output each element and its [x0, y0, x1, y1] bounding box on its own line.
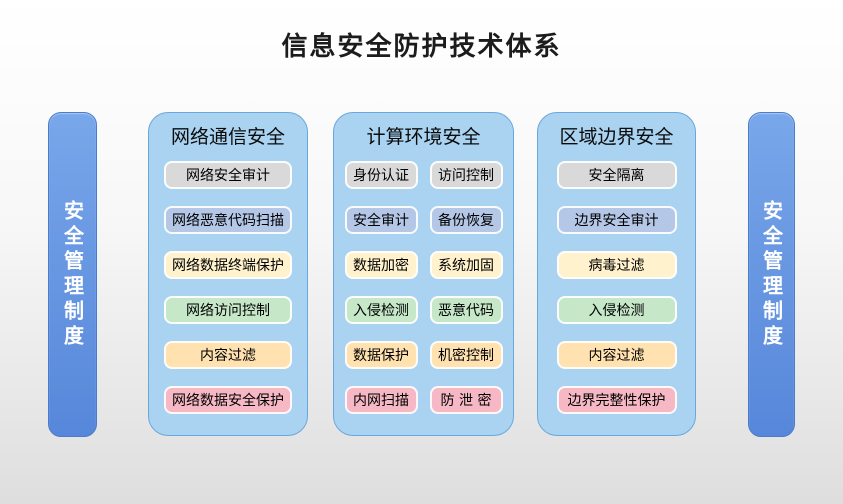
- item-chip: 内容过滤: [164, 341, 292, 369]
- column-network-communication-security: 网络通信安全网络安全审计网络恶意代码扫描网络数据终端保护网络访问控制内容过滤网络…: [148, 112, 308, 436]
- page-title: 信息安全防护技术体系: [281, 32, 562, 62]
- column-items: 安全隔离边界安全审计病毒过滤入侵检测内容过滤边界完整性保护: [556, 161, 677, 414]
- item-chip: 身份认证: [344, 161, 418, 189]
- item-chip: 恶意代码: [429, 296, 503, 324]
- item-chip-label: 防 泄 密: [440, 393, 492, 409]
- item-chip-label: 安全隔离: [588, 168, 645, 184]
- item-chip-label: 访问控制: [438, 168, 494, 184]
- column-header: 计算环境安全: [366, 126, 481, 148]
- item-chip: 机密控制: [429, 341, 503, 369]
- column-header: 网络通信安全: [170, 126, 285, 148]
- item-chip-label: 内容过滤: [200, 348, 256, 364]
- item-pair-row: 数据保护 机密控制: [344, 341, 503, 369]
- item-chip-label: 数据保护: [353, 348, 409, 364]
- item-chip: 网络访问控制: [164, 296, 292, 324]
- column-computing-environment-security: 计算环境安全身份认证访问控制安全审计备份恢复数据加密系统加固入侵检测恶意代码数据…: [333, 112, 514, 436]
- item-chip-label: 备份恢复: [438, 213, 494, 229]
- item-chip: 安全隔离: [556, 161, 677, 189]
- item-chip: 入侵检测: [344, 296, 418, 324]
- item-chip-label: 网络安全审计: [186, 168, 270, 184]
- item-chip: 内网扫描: [344, 386, 418, 414]
- right-policy-pill-label: 安全管理制度: [759, 199, 784, 350]
- item-chip: 网络数据终端保护: [164, 251, 292, 279]
- item-pair-row: 入侵检测 恶意代码: [344, 296, 503, 324]
- column-items: 身份认证 访问控制安全审计 备份恢复数据加密 系统加固入侵检测 恶意代码数据保护 机密控制…: [344, 161, 503, 414]
- item-pair-row: 安全审计 备份恢复: [344, 206, 503, 234]
- item-chip: 边界安全审计: [556, 206, 677, 234]
- item-chip-label: 边界安全审计: [574, 213, 659, 229]
- item-chip-label: 网络数据终端保护: [172, 258, 284, 274]
- item-chip-label: 病毒过滤: [588, 258, 645, 274]
- item-chip: 备份恢复: [429, 206, 503, 234]
- item-chip-label: 身份认证: [353, 168, 409, 184]
- item-chip: 访问控制: [429, 161, 503, 189]
- item-chip: 入侵检测: [556, 296, 677, 324]
- item-chip-label: 系统加固: [438, 258, 494, 274]
- item-chip-label: 网络数据安全保护: [172, 393, 284, 409]
- left-policy-pill: 安全管理制度: [48, 112, 97, 437]
- item-chip-label: 内容过滤: [588, 348, 645, 364]
- item-chip: 安全审计: [344, 206, 418, 234]
- item-chip: 网络安全审计: [164, 161, 292, 189]
- item-chip-label: 安全审计: [353, 213, 409, 229]
- item-chip: 边界完整性保护: [556, 386, 677, 414]
- item-chip-label: 网络恶意代码扫描: [172, 213, 284, 229]
- item-chip-label: 数据加密: [353, 258, 409, 274]
- item-pair-row: 身份认证 访问控制: [344, 161, 503, 189]
- item-chip: 内容过滤: [556, 341, 677, 369]
- item-chip-label: 入侵检测: [588, 303, 645, 319]
- left-policy-pill-label: 安全管理制度: [60, 199, 85, 350]
- item-chip: 病毒过滤: [556, 251, 677, 279]
- item-chip-label: 机密控制: [438, 348, 494, 364]
- item-pair-row: 数据加密 系统加固: [344, 251, 503, 279]
- column-area-boundary-security: 区域边界安全安全隔离边界安全审计病毒过滤入侵检测内容过滤边界完整性保护: [537, 112, 696, 436]
- item-chip: 网络数据安全保护: [164, 386, 292, 414]
- item-chip: 数据保护: [344, 341, 418, 369]
- item-chip: 系统加固: [429, 251, 503, 279]
- item-pair-row: 内网扫描 防 泄 密: [344, 386, 503, 414]
- item-chip-label: 内网扫描: [353, 393, 409, 409]
- item-chip-label: 边界完整性保护: [567, 393, 666, 409]
- item-chip: 防 泄 密: [429, 386, 503, 414]
- right-policy-pill: 安全管理制度: [748, 112, 795, 437]
- item-chip-label: 入侵检测: [353, 303, 409, 319]
- item-chip: 网络恶意代码扫描: [164, 206, 292, 234]
- item-chip: 数据加密: [344, 251, 418, 279]
- item-chip-label: 网络访问控制: [186, 303, 270, 319]
- column-header: 区域边界安全: [559, 126, 674, 148]
- item-chip-label: 恶意代码: [438, 303, 494, 319]
- column-items: 网络安全审计网络恶意代码扫描网络数据终端保护网络访问控制内容过滤网络数据安全保护: [164, 161, 292, 414]
